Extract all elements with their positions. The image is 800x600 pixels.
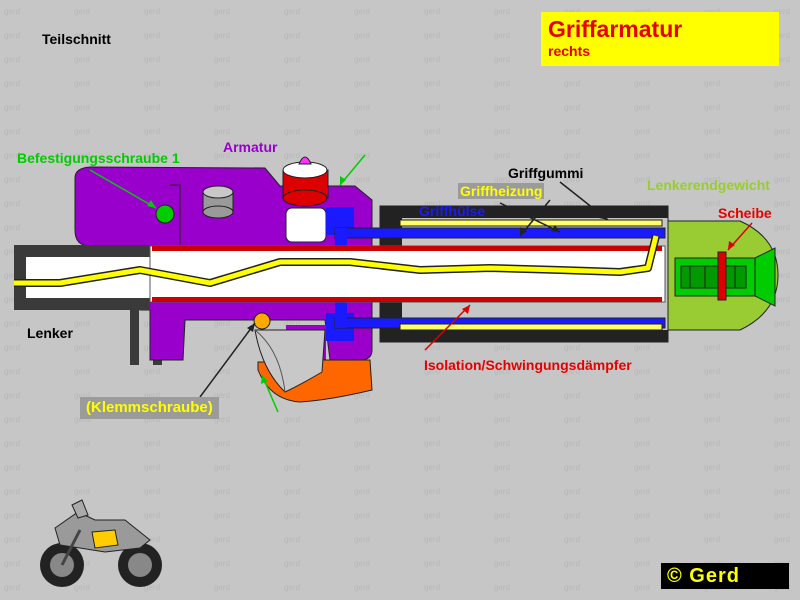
label-griffheizung: Griffheizung — [458, 183, 545, 199]
grip-heater-bottom — [399, 323, 663, 331]
mounting-screw — [155, 204, 175, 224]
handlebar-mount-leg — [130, 310, 139, 365]
label-griffgummi: Griffgummi — [508, 165, 584, 181]
label-scheibe: Scheibe — [718, 205, 772, 221]
switch-knob — [282, 156, 329, 207]
insulation-top — [152, 246, 662, 251]
label-lenker: Lenker — [27, 325, 73, 341]
label-lenkerendgewicht: Lenkerendgewicht — [647, 177, 770, 193]
housing-plug — [202, 185, 234, 219]
page-subtitle: rechts — [548, 43, 591, 59]
leader-lines — [89, 154, 753, 413]
label-befestigungsschraube: Befestigungsschraube 1 — [17, 150, 180, 166]
bar-end-weight — [667, 220, 779, 331]
label-teilschnitt: Teilschnitt — [42, 31, 111, 47]
title-box: Griffarmatur rechts — [541, 12, 779, 66]
motorcycle-icon — [40, 499, 162, 587]
copyright-badge: © Gerd — [661, 563, 789, 589]
label-klemmschraube: (Klemmschraube) — [80, 397, 219, 419]
label-isolation: Isolation/Schwingungsdämpfer — [424, 357, 632, 373]
label-armatur: Armatur — [223, 139, 278, 155]
label-griffhuelse: Griffhülse — [419, 203, 486, 219]
heating-wire — [14, 235, 659, 286]
clamp-screw — [253, 312, 271, 330]
page-title: Griffarmatur — [548, 16, 683, 42]
insulation-bottom — [152, 297, 662, 302]
